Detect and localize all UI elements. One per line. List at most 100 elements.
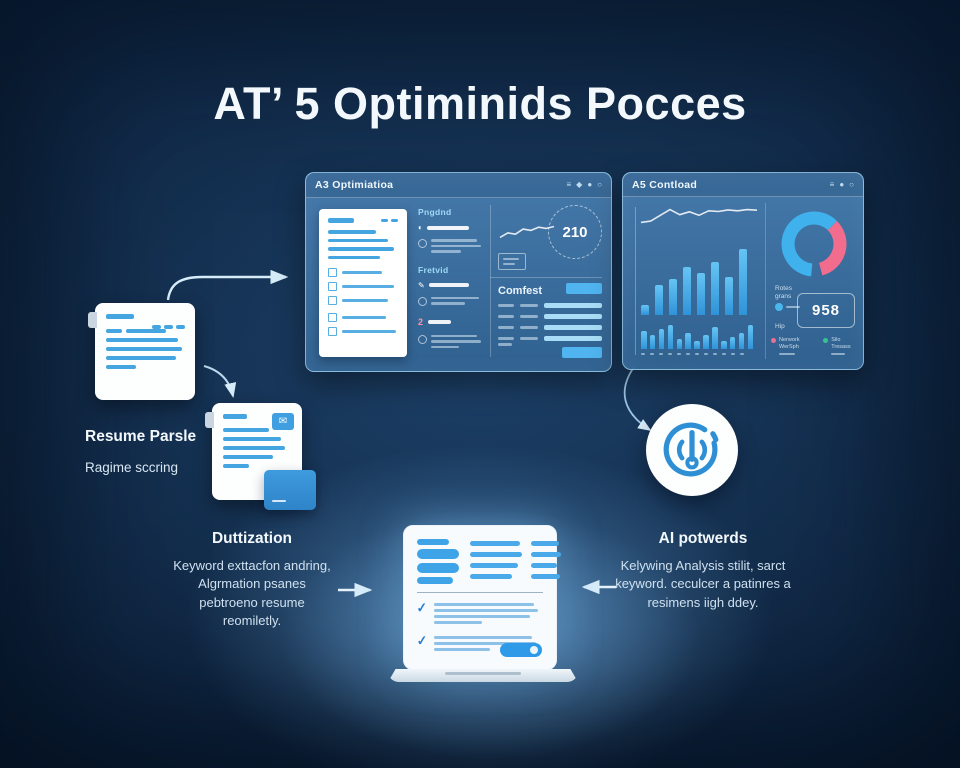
- pencil-icon: ✎: [418, 280, 425, 290]
- text-line: [779, 352, 795, 355]
- gauge-zone: Rotes grans 958 Hip Nerwork WerSph: [771, 197, 857, 365]
- text-line: [831, 352, 846, 355]
- text-line: [503, 258, 519, 260]
- section-divider: [490, 277, 602, 278]
- text-block: [417, 539, 449, 545]
- cell-text: [520, 326, 538, 329]
- panel-vertical-divider: [765, 203, 766, 359]
- text-line: [431, 250, 461, 253]
- stats-sub-label: Hip: [775, 323, 785, 330]
- progress-bar: [426, 225, 470, 230]
- screen-col-lines: [470, 539, 522, 584]
- tick: [641, 353, 645, 355]
- y-axis: [635, 207, 636, 355]
- caption-block: [418, 296, 484, 306]
- text-line: [106, 347, 182, 351]
- score-value: 210: [562, 223, 588, 241]
- step-title: Resume Parsle: [85, 428, 197, 445]
- cell-text: [520, 304, 538, 307]
- text-line: [223, 446, 285, 450]
- step-ai-keywords: AI potwerds Kelywing Analysis stilit, sa…: [612, 530, 794, 612]
- panel-vertical-divider: [490, 205, 491, 357]
- panel-action-button: [566, 283, 602, 294]
- dashboard-panel-optimization: A3 Optimiatioa ≡◆●○ Pngdnd ◐: [305, 172, 612, 372]
- tick: [713, 353, 717, 355]
- text-line: [342, 330, 396, 333]
- cell-bar: [544, 336, 602, 341]
- panel-header-icon: ●: [587, 180, 593, 189]
- text-line: [328, 247, 394, 251]
- chart-bar: [669, 279, 677, 315]
- laptop-keyboard-slot: [445, 672, 521, 675]
- screen-toggle: [500, 643, 542, 657]
- cell-text: [520, 337, 538, 340]
- stat-dot-icon: [775, 303, 783, 311]
- step-body: Keyword exttacfon andring, Algrmation ps…: [173, 558, 331, 629]
- panel-header-icon: ◆: [576, 180, 583, 189]
- legend-label: Nerwork WerSph: [779, 337, 800, 350]
- progress-row: ✎: [418, 281, 484, 290]
- tick: [686, 353, 690, 355]
- text-line: [431, 340, 481, 343]
- panel-header-icon: ≡: [566, 180, 572, 189]
- legend-label: Silo Tresass: [831, 337, 851, 350]
- section-label: Fretvid: [418, 264, 449, 275]
- screen-divider: [417, 592, 543, 593]
- chart-bar: [739, 249, 747, 315]
- target-power-icon: [663, 422, 719, 477]
- chart-bar: [658, 329, 665, 349]
- panel-header-icon: ○: [597, 180, 602, 189]
- screen-col-lines: [531, 539, 561, 584]
- trend-line-chart: [640, 208, 758, 224]
- text-block: [417, 549, 459, 559]
- screen-columns: [417, 539, 561, 584]
- text-line: [433, 603, 534, 606]
- progress-track: [426, 225, 479, 230]
- panel-header-icons: ≡●○: [830, 179, 854, 189]
- chart-line: [640, 208, 758, 224]
- tick: [722, 353, 726, 355]
- dash: [164, 325, 173, 329]
- small-bar-chart: [641, 323, 759, 349]
- text-line: [433, 648, 490, 651]
- text-line: [531, 541, 559, 546]
- step-title: Duttization: [211, 530, 293, 547]
- score-value: 958: [811, 302, 841, 319]
- cell-text: [498, 304, 514, 307]
- checklist-row: [328, 296, 398, 305]
- checklist-row: [328, 268, 398, 277]
- checkbox-icon: [328, 296, 337, 305]
- tick: [650, 353, 654, 355]
- table-row: [498, 325, 602, 330]
- resume-document-icon: [88, 303, 195, 400]
- panel-submit-button: [562, 347, 602, 358]
- chart-line: [499, 225, 555, 239]
- text-line: [106, 314, 134, 319]
- text-line: [470, 574, 512, 579]
- sparkline-chart: [499, 225, 555, 239]
- text-line: [433, 621, 482, 624]
- step-dutization: Duttization Keyword exttacfon andring, A…: [172, 530, 332, 631]
- checkbox-icon: [328, 268, 337, 277]
- progress-bar: [428, 319, 452, 324]
- chart-bar: [676, 339, 683, 349]
- progress-track: [428, 283, 481, 287]
- checklist-row: [328, 313, 398, 322]
- text-line: [223, 455, 273, 459]
- text-line: [531, 552, 561, 557]
- text-line: [531, 574, 560, 579]
- legend-item: Silo Tresass: [823, 337, 857, 355]
- step-subtitle: Ragime sccring: [85, 460, 179, 475]
- checkbox-icon: [328, 282, 337, 291]
- caption-block: [418, 239, 484, 253]
- check-item: ✓: [416, 632, 543, 654]
- dash: [176, 325, 185, 329]
- footnote-line: [498, 343, 512, 346]
- text-line: [126, 329, 166, 333]
- text-line: [342, 285, 394, 288]
- scored-document-icon: ✉: [205, 403, 316, 510]
- arrow-panel-to-logo: [623, 366, 652, 431]
- text-line: [431, 302, 465, 305]
- text-line: [106, 365, 136, 369]
- panel-header-icon: ○: [849, 179, 854, 189]
